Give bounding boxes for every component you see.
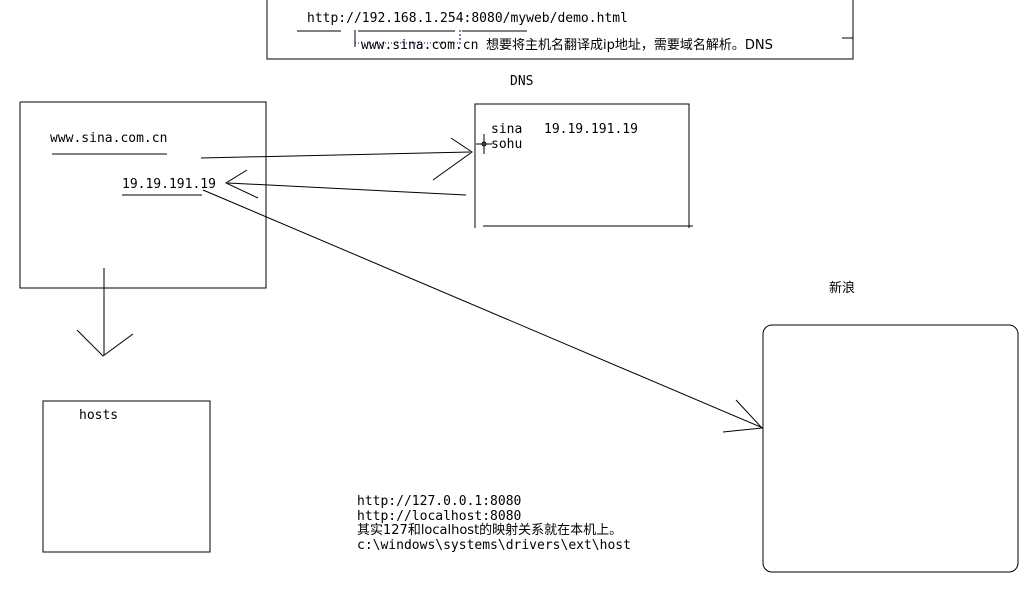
note-line-3: 其实127和localhost的映射关系就在本机上。 [357,523,623,538]
client-domain: www.sina.com.cn [50,131,168,146]
arrow-client-to-dns [200,151,471,159]
note-line-1: http://127.0.0.1:8080 [357,494,522,509]
client-ip: 19.19.191.19 [122,177,216,192]
arrowhead-to-hosts [76,329,134,357]
crosshair-dot [481,141,487,147]
sina-server-title: 新浪 [829,281,856,296]
hosts-label: hosts [79,408,119,423]
dns-row1-ip: 19.19.191.19 [544,122,638,137]
arrow-dns-to-client [227,182,467,196]
arrowhead-to-server [722,399,764,433]
dns-row1-name: sina [491,122,523,137]
dns-title: DNS [510,74,534,89]
top-note-text: 想要将主机名翻译成ip地址，需要域名解析。DNS [486,38,773,53]
arrow-ip-to-server [202,189,764,429]
note-line-4: c:\windows\systems\drivers\ext\host [357,538,631,553]
note-line-2: http://localhost:8080 [357,509,522,524]
dns-row2-name: sohu [491,137,523,152]
url-text: http://192.168.1.254:8080/myweb/demo.htm… [307,11,628,26]
hosts-box [42,400,211,553]
sina-server-box [762,324,1019,573]
top-note-domain: www.sina.com.cn [361,38,479,53]
arrowhead-to-client [224,169,259,199]
client-box [19,101,267,289]
top-box-frame [266,0,854,60]
dns-box [474,103,690,228]
arrowhead-to-dns [432,137,473,181]
